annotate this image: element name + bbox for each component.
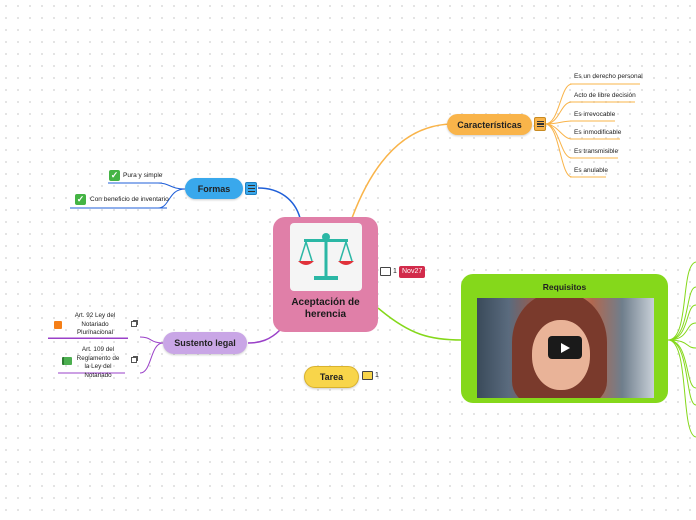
checkmark-icon: ✓ — [75, 194, 86, 205]
caracteristica-item[interactable]: Es anulable — [574, 167, 608, 174]
sustento-legal-topic[interactable]: Sustento legal — [163, 332, 247, 354]
caracteristica-item[interactable]: Es un derecho personal — [574, 73, 643, 80]
forma-item[interactable]: Con beneficio de inventario — [90, 196, 169, 203]
sustento-item[interactable]: Art. 92 Ley del Notariado Plurinacional — [74, 312, 116, 336]
sustento-item[interactable]: Art. 109 del Reglamento de la Ley del No… — [76, 346, 120, 379]
external-link-icon[interactable] — [131, 320, 138, 327]
date-badge: Nov27 — [399, 266, 426, 278]
central-title: Aceptación de herencia — [291, 297, 360, 320]
caracteristica-item[interactable]: Es irrevocable — [574, 111, 616, 118]
checkmark-icon: ✓ — [109, 170, 120, 181]
requisitos-topic[interactable]: Requisitos — [461, 274, 668, 403]
play-icon — [561, 342, 570, 353]
central-comment[interactable]: 1 — [380, 267, 397, 276]
comment-icon — [362, 371, 373, 380]
external-link-icon[interactable] — [131, 356, 138, 363]
caracteristicas-topic[interactable]: Características — [447, 114, 532, 135]
caracteristica-item[interactable]: Es transmisible — [574, 148, 619, 155]
requisitos-title: Requisitos — [542, 282, 587, 292]
caracteristica-item[interactable]: Es inmodificable — [574, 129, 622, 136]
tarea-topic[interactable]: Tarea — [304, 366, 359, 388]
video-thumbnail[interactable] — [477, 298, 654, 398]
underline — [48, 338, 128, 339]
scales-icon — [297, 233, 354, 280]
forma-item[interactable]: Pura y simple — [123, 172, 163, 179]
book-icon — [62, 357, 72, 365]
comment-icon — [380, 267, 391, 276]
formas-topic[interactable]: Formas — [185, 178, 243, 199]
central-image — [289, 223, 362, 291]
caracteristica-item[interactable]: Acto de libre decisión — [574, 92, 636, 99]
tarea-comment[interactable]: 1 — [362, 371, 379, 380]
play-button[interactable] — [548, 336, 582, 359]
notes-icon[interactable] — [534, 117, 546, 131]
central-topic[interactable]: Aceptación de herencia — [273, 217, 378, 332]
notes-icon[interactable] — [245, 182, 257, 195]
orange-square-icon — [54, 321, 62, 329]
